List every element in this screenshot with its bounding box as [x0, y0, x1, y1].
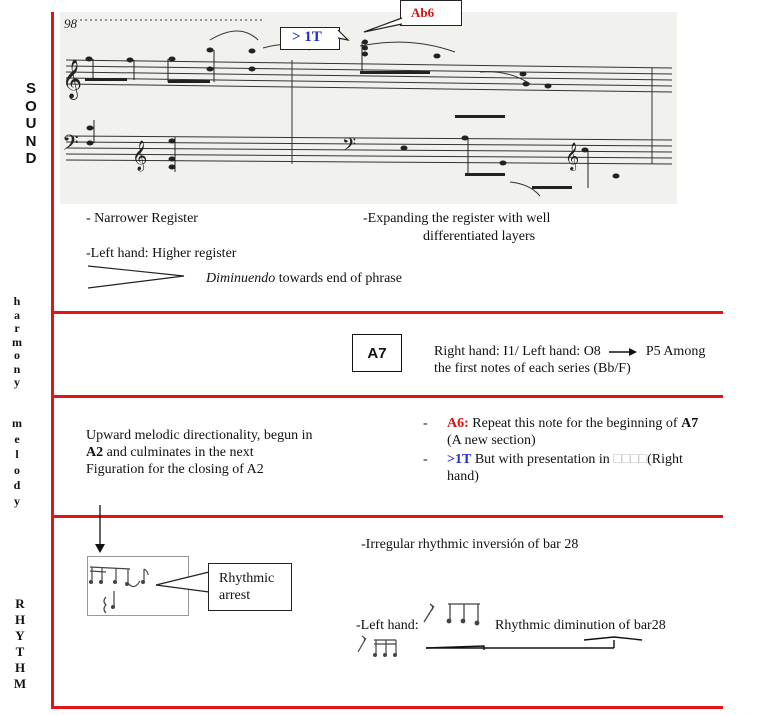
bullet1-text: Repeat this note for the beginning of [468, 416, 682, 431]
a2-bold: A2 [86, 445, 104, 460]
letter: m [12, 416, 22, 430]
frame-bottom-line [51, 706, 723, 709]
bullet-dash-1: - [423, 416, 428, 431]
divider-melody-rhythm [51, 515, 723, 518]
letter: n [13, 361, 21, 376]
letter: y [14, 493, 20, 508]
callout-pointer-icon [155, 571, 210, 593]
svg-text:𝄞: 𝄞 [565, 142, 579, 171]
svg-text:𝄢: 𝄢 [342, 135, 356, 160]
divider-harmony-melody [51, 395, 723, 398]
bullet-dash-2: - [423, 452, 428, 467]
diminuendo-rest: towards end of phrase [275, 271, 402, 286]
letter: m [12, 334, 22, 349]
melody-left-line1: Upward melodic directionality, begun in [86, 428, 313, 443]
letter: h [13, 294, 21, 308]
1t-label: >1T [447, 452, 472, 467]
letter: M [13, 676, 27, 691]
music-score-excerpt: 98 𝄞 𝄢 𝄞 𝄢 𝄞 [60, 12, 677, 204]
arrow-down-icon [95, 505, 105, 553]
side-label-rhythm: R H Y T H M [10, 596, 30, 692]
letter: r [14, 321, 20, 335]
letter: U [25, 115, 37, 132]
harmony-line2: the first notes of each series (Bb/F) [434, 361, 631, 376]
letter: o [14, 348, 20, 362]
callout-line1: Rhythmic [219, 571, 275, 586]
frame-vertical-line [51, 12, 54, 709]
letter: e [14, 431, 20, 446]
small-rhythm-icon [357, 635, 397, 657]
svg-text:𝄞: 𝄞 [62, 59, 82, 100]
note-left-hand-register: -Left hand: Higher register [86, 246, 237, 261]
letter: N [25, 132, 37, 150]
letter: T [15, 644, 25, 659]
callout-ab6-label: Ab6 [411, 5, 435, 20]
letter: d [13, 478, 21, 492]
melody-bullet1-line2: (A new section) [447, 433, 536, 448]
callout-line2: arrest [219, 588, 251, 603]
callout-1t: > 1T [280, 27, 340, 50]
bullet2-text: But with presentation in [471, 452, 614, 467]
letter: R [15, 596, 25, 611]
melody-left-line3: Figuration for the closing of A2 [86, 462, 264, 477]
callout-1t-label: > 1T [292, 29, 322, 45]
harmony-rows: Right hand: I1/ Left hand: O8 [434, 344, 601, 359]
a7-label: A7 [367, 344, 387, 362]
bullet2-tail: (Right [647, 452, 683, 467]
callout-rhythmic-arrest: Rhythmic arrest [208, 563, 292, 611]
a6-label: A6: [447, 416, 469, 431]
rhythm-diminution: Rhythmic diminution of bar28 [495, 618, 666, 633]
letter: y [14, 375, 20, 389]
side-label-melody: m e l o d y [7, 416, 27, 509]
letter: S [25, 80, 36, 97]
missing-glyphs: □□□□ [613, 452, 648, 467]
score-notation-icon: 98 𝄞 𝄢 𝄞 𝄢 𝄞 [62, 16, 673, 197]
callout-ab6-pointer-icon [363, 17, 403, 33]
left-hand-rhythm-icon [423, 603, 480, 626]
letter: Y [15, 628, 25, 643]
bracket-line-icon [425, 636, 643, 650]
melody-left-line2-rest: and culminates in the next [103, 445, 254, 460]
harmony-p5: P5 Among [645, 344, 706, 359]
letter: H [14, 660, 26, 675]
letter: H [14, 612, 26, 627]
melody-bullet2-line2: hand) [447, 469, 479, 484]
side-label-harmony: h a r m o n y [7, 294, 27, 390]
svg-text:𝄢: 𝄢 [62, 131, 79, 161]
rhythm-notes-icon [89, 566, 149, 614]
diminuendo-hairpin-icon [87, 265, 185, 289]
divider-sound-harmony [51, 311, 723, 314]
diminuendo-italic: Diminuendo [206, 271, 276, 286]
note-expanding-line2: differentiated layers [423, 229, 536, 244]
side-label-sound: S O U N D [21, 80, 41, 168]
note-expanding-line1: -Expanding the register with well [363, 211, 551, 226]
letter: O [25, 97, 37, 115]
rhythm-left-hand: -Left hand: [356, 618, 419, 633]
letter: l [15, 447, 19, 461]
note-narrower-register: - Narrower Register [86, 211, 198, 226]
section-box-a7: A7 [352, 334, 402, 372]
letter: D [25, 150, 37, 167]
rhythm-irregular-inversion: -Irregular rhythmic inversión of bar 28 [361, 537, 579, 552]
a7-bold: A7 [681, 416, 699, 431]
svg-text:𝄞: 𝄞 [132, 140, 147, 172]
measure-number: 98 [64, 16, 78, 31]
melody-bullet2: >1T But with presentation in □□□□(Right [447, 451, 683, 468]
callout-ab6: Ab6 [400, 0, 462, 26]
melody-left-line2: A2 and culminates in the next [86, 444, 254, 461]
letter: o [14, 462, 20, 477]
arrow-right-icon [609, 347, 638, 356]
harmony-line1: Right hand: I1/ Left hand: O8 P5 Among [434, 343, 705, 360]
callout-1t-pointer-icon [337, 29, 350, 41]
melody-bullet1: A6: Repeat this note for the beginning o… [447, 415, 698, 432]
note-diminuendo: Diminuendo towards end of phrase [206, 270, 402, 287]
letter: a [14, 307, 20, 322]
